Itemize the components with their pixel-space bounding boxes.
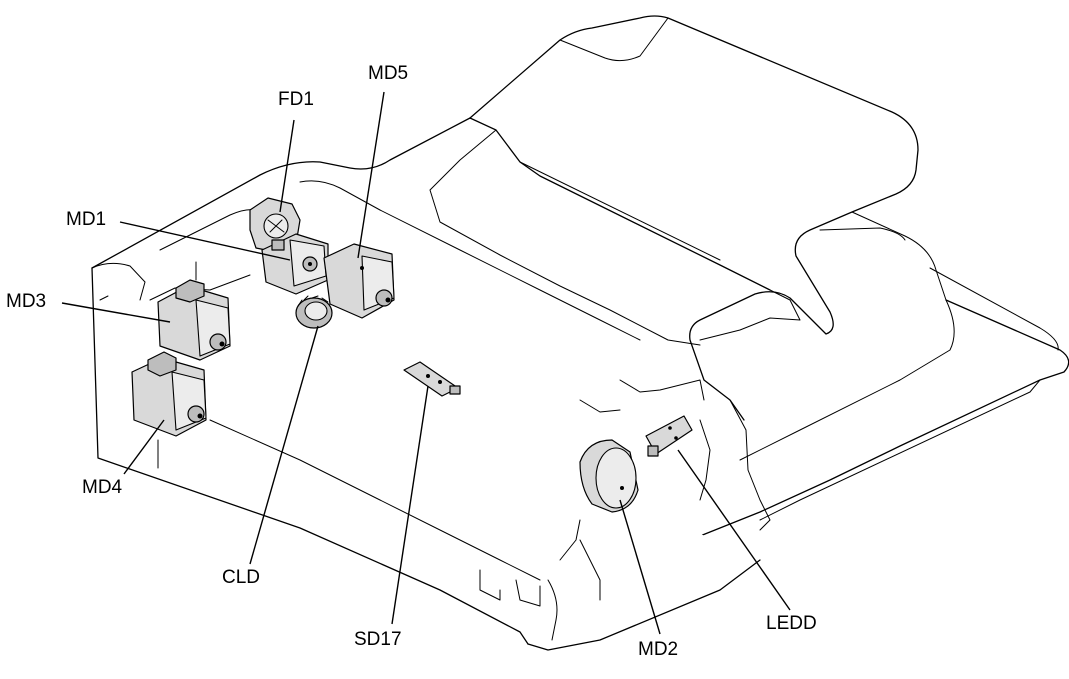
label-md5: MD5 [368,63,409,84]
label-md4: MD4 [82,477,123,498]
leader-lines [61,91,791,635]
md2-motor [579,439,639,513]
ledd-leader [677,449,791,611]
md5-leader [357,91,385,259]
label-ledd: LEDD [766,613,817,634]
fd1-leader [279,119,295,213]
md1-leader [119,221,291,261]
md2-leader [619,499,661,635]
cld-leader [249,325,319,565]
label-md3: MD3 [6,291,47,312]
sd17-solenoid [403,361,461,397]
md1-motor [261,233,329,295]
label-sd17: SD17 [354,629,402,650]
sd17-leader [391,385,429,625]
md3-leader [61,302,171,323]
md4-leader [123,419,165,475]
ledd-board [645,415,693,457]
cld-clutch [295,295,333,329]
md5-motor [323,243,395,319]
label-fd1: FD1 [278,89,314,110]
housing-frame [91,15,1069,651]
md3-motor [157,279,231,361]
label-md1: MD1 [66,209,107,230]
label-cld: CLD [222,567,261,588]
label-md2: MD2 [638,639,679,660]
md4-motor [131,351,207,437]
